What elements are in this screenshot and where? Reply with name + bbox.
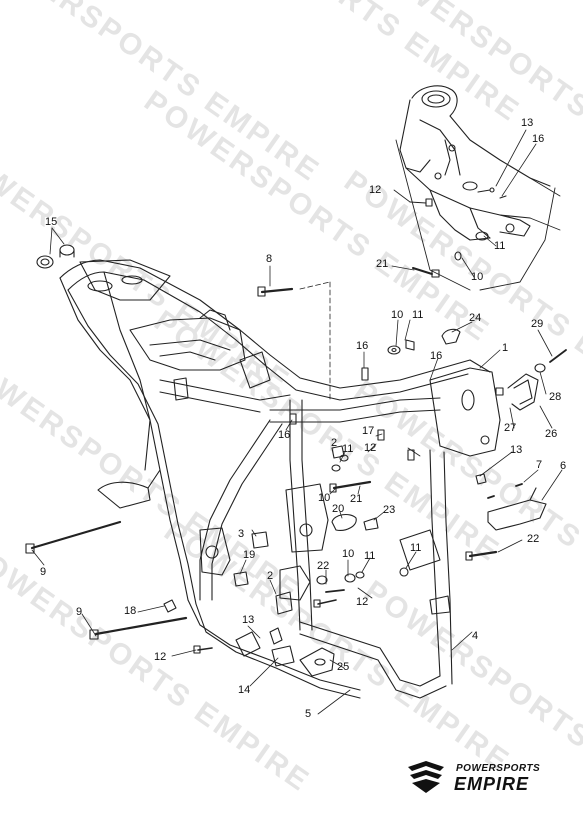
callout-29: 29 [531,318,544,330]
callout-27: 27 [504,422,517,434]
callout-7: 7 [536,459,543,471]
callout-23: 23 [383,504,396,516]
callout-28: 28 [549,391,562,403]
callout-19: 19 [243,549,256,561]
callout-12: 12 [356,596,369,608]
callout-16: 16 [278,429,291,441]
callout-13: 13 [242,614,255,626]
callout-13: 13 [521,117,534,129]
callout-15: 15 [45,216,58,228]
callout-8: 8 [266,253,273,265]
leader-lines [31,129,563,715]
callout-11: 11 [494,240,506,252]
callout-1: 1 [502,342,509,354]
inset-frame-detail [395,85,561,291]
callout-10: 10 [471,271,484,283]
brand-name-line1: POWERSPORTS [456,763,541,774]
callout-11: 11 [412,309,424,321]
brand-emblem-icon [408,761,444,793]
callout-10: 10 [342,548,355,560]
callout-11: 11 [364,550,376,562]
callout-21: 21 [376,258,389,270]
callout-16: 16 [532,133,545,145]
callout-5: 5 [305,708,312,720]
callout-9: 9 [40,566,47,578]
callout-12: 12 [364,442,377,454]
callout-10: 10 [391,309,404,321]
callout-10: 10 [318,492,331,504]
callout-2: 2 [331,437,338,449]
callout-22: 22 [527,533,540,545]
callout-21: 21 [350,493,363,505]
brand-name-line2: EMPIRE [454,774,530,794]
callout-18: 18 [124,605,137,617]
callout-3: 3 [238,528,245,540]
callout-11: 11 [410,542,422,554]
callout-16: 16 [430,350,443,362]
callout-2: 2 [267,570,274,582]
callout-9: 9 [76,606,83,618]
callout-12: 12 [154,651,167,663]
callout-6: 6 [560,460,567,472]
callout-16: 16 [356,340,369,352]
callout-17: 17 [362,425,375,437]
callout-20: 20 [332,503,345,515]
callout-11: 11 [342,443,354,455]
callout-22: 22 [317,560,330,572]
callout-13: 13 [510,444,523,456]
callout-4: 4 [472,630,479,642]
main-frame [59,259,501,699]
brand-logo: POWERSPORTS EMPIRE [404,757,564,797]
callout-14: 14 [238,684,251,696]
loose-parts [25,244,567,677]
callout-24: 24 [469,312,482,324]
callout-12: 12 [369,184,382,196]
callout-26: 26 [545,428,558,440]
callout-25: 25 [337,661,350,673]
